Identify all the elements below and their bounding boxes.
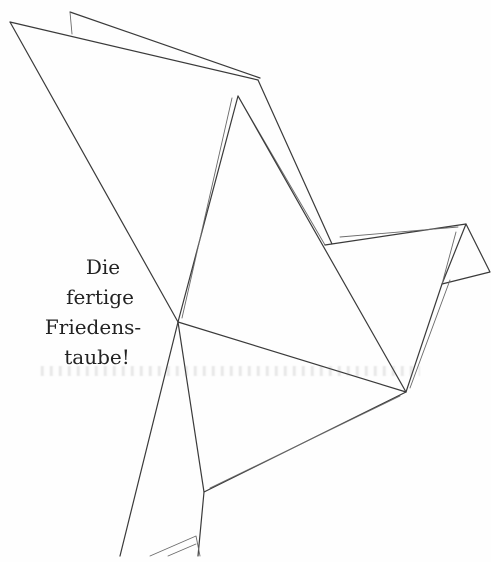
back-edge-2 (340, 227, 458, 237)
right-wing-outer-edge (258, 80, 332, 244)
rear-wing-corner (70, 12, 72, 34)
caption-line-1: Die (18, 252, 168, 282)
head-beak (442, 224, 490, 284)
head-fold (442, 232, 456, 284)
caption-text: Die fertige Friedens- taube! (18, 252, 168, 372)
rear-wing-top-edge (70, 12, 260, 78)
tail-crease-right (178, 322, 204, 492)
caption-line-4: taube! (18, 342, 168, 372)
belly-edge-2 (210, 396, 400, 488)
caption-line-3: Friedens- (18, 312, 168, 342)
back-edge (325, 224, 466, 245)
caption-line-2: fertige (18, 282, 168, 312)
tail-tip-fold-2 (168, 544, 196, 556)
left-wing-top-edge (10, 22, 258, 80)
wing-fold-line-2 (182, 98, 232, 318)
wing-fold-line (178, 96, 238, 322)
tail-right-edge (198, 492, 204, 556)
